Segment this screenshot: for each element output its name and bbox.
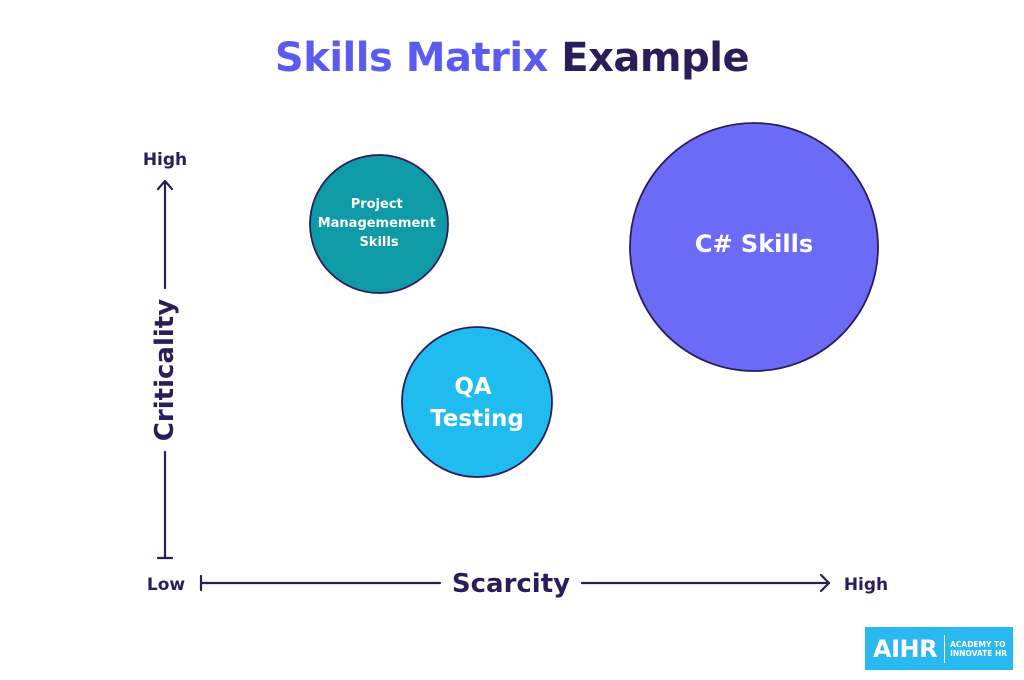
title-accent: Skills Matrix (274, 35, 548, 81)
x-axis-low-label: Low (147, 575, 186, 595)
skill-label-line: Managemement (318, 216, 436, 231)
skill-label-qa-testing: QA Testing (430, 374, 524, 432)
logo-wordmark: AIHR (873, 634, 938, 663)
x-axis-high-label: High (844, 575, 888, 595)
x-axis-arrowhead (819, 573, 831, 593)
title-rest: Example (561, 35, 750, 81)
skill-label-project-management: Project Managemement Skills (318, 197, 441, 250)
page-title: Skills Matrix Example (0, 30, 1024, 86)
y-axis-high-label: High (143, 150, 187, 170)
x-axis-title: Scarcity (452, 569, 570, 599)
skill-label-line: Testing (430, 406, 524, 432)
skill-label-line: QA (454, 374, 492, 400)
skill-label-line: Skills (359, 235, 398, 250)
y-axis-arrowhead (156, 179, 174, 191)
skill-bubble-qa-testing (401, 326, 553, 478)
skill-bubble-project-management (309, 154, 449, 294)
skill-bubble-csharp (629, 122, 879, 372)
logo-tagline: ACADEMY TO INNOVATE HR (950, 640, 1007, 658)
logo-tagline-line: ACADEMY TO (950, 639, 1006, 649)
skill-label-line: Project (351, 197, 403, 212)
logo-tagline-line: INNOVATE HR (950, 648, 1008, 658)
skill-label-csharp: C# Skills (695, 230, 813, 258)
skill-label-line: C# Skills (695, 230, 813, 258)
aihr-logo: AIHR ACADEMY TO INNOVATE HR (865, 627, 1013, 670)
y-axis-title: Criticality (150, 299, 180, 441)
logo-divider (944, 634, 946, 663)
